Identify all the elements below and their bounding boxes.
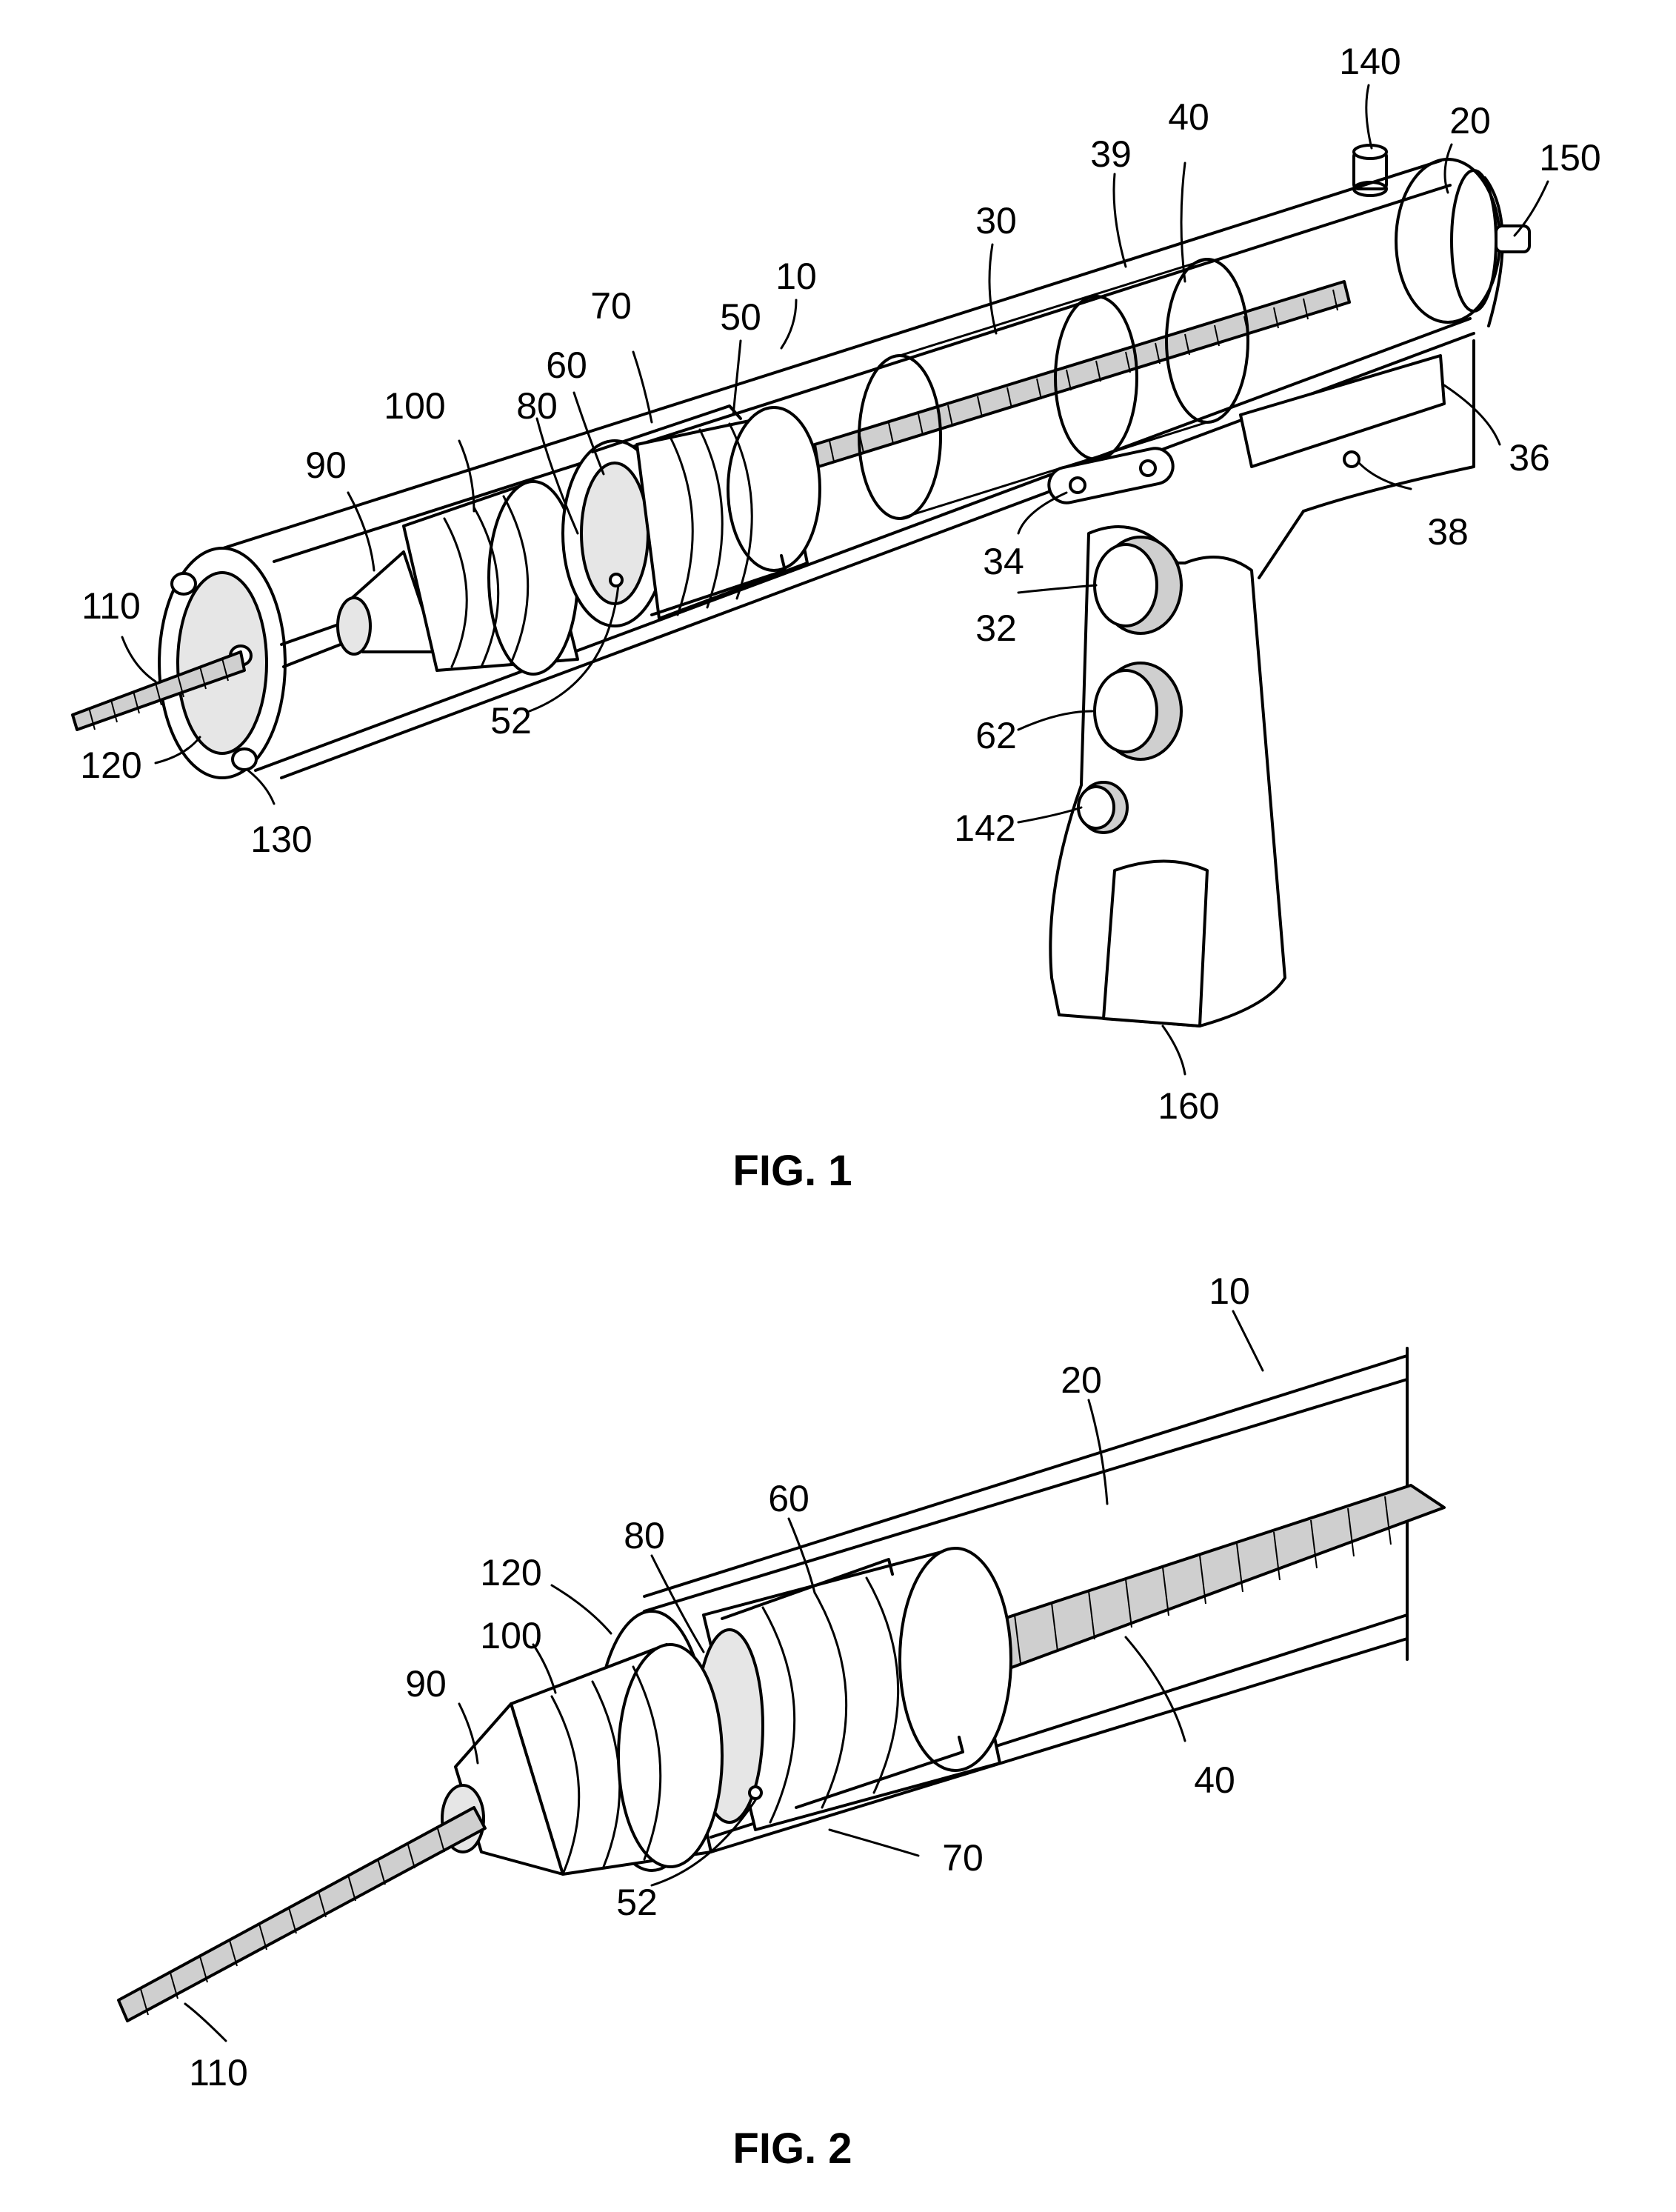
ref-label: 39: [1090, 133, 1132, 175]
figure-2-drawing: [118, 1311, 1444, 2041]
ref-label: 142: [954, 807, 1015, 849]
ref-label: 80: [516, 385, 558, 427]
ref-label: 50: [720, 296, 761, 338]
ref-label: 52: [490, 700, 532, 742]
figure-1-caption: FIG. 1: [732, 1147, 852, 1195]
ref-label: 120: [480, 1552, 541, 1593]
button-142: [1078, 782, 1127, 833]
ref-label: 120: [80, 744, 141, 786]
figure-1-reference-labels: 140 20 150 39 40 30 10 50 70 60 100 80 9…: [80, 41, 1600, 1127]
ref-label: 160: [1158, 1085, 1219, 1127]
ref-label: 60: [768, 1478, 809, 1519]
ref-label: 40: [1194, 1759, 1235, 1801]
ref-label: 10: [775, 256, 817, 297]
ref-label: 90: [405, 1663, 447, 1705]
ref-label: 20: [1449, 100, 1491, 141]
figure-1-leaders: [122, 85, 1548, 1074]
main-barrel: [200, 161, 1474, 778]
ref-label: 130: [250, 819, 312, 860]
ref-label: 100: [480, 1615, 541, 1656]
ref-label: 150: [1539, 137, 1600, 179]
drill-bit-fig2: [118, 1808, 485, 2021]
rear-end-cap: [1396, 159, 1529, 326]
ref-label: 62: [975, 715, 1017, 756]
ref-label: 34: [983, 541, 1024, 582]
button-62: [1095, 663, 1181, 759]
ref-label: 10: [1209, 1270, 1250, 1312]
ref-label: 90: [305, 444, 347, 486]
ref-label: 60: [546, 344, 587, 386]
ref-label: 110: [81, 585, 141, 627]
ref-label: 140: [1339, 41, 1400, 82]
ref-label: 40: [1168, 96, 1209, 138]
button-32: [1095, 537, 1181, 633]
lead-screw-fig2: [992, 1485, 1444, 1670]
ref-label: 36: [1509, 437, 1550, 479]
ref-label: 70: [942, 1837, 984, 1879]
ref-label: 110: [189, 2052, 248, 2093]
ref-label: 20: [1061, 1359, 1102, 1401]
ref-label: 30: [975, 200, 1017, 241]
ref-label: 100: [384, 385, 445, 427]
display-panel: [1241, 356, 1444, 467]
figure-1-drawing: [73, 85, 1548, 1074]
figure-2-caption: FIG. 2: [732, 2125, 852, 2173]
ref-label: 32: [975, 607, 1017, 649]
ref-label: 80: [624, 1515, 665, 1556]
ref-label: 52: [616, 1882, 658, 1923]
ref-label: 70: [590, 285, 632, 327]
ref-label: 38: [1427, 511, 1469, 553]
